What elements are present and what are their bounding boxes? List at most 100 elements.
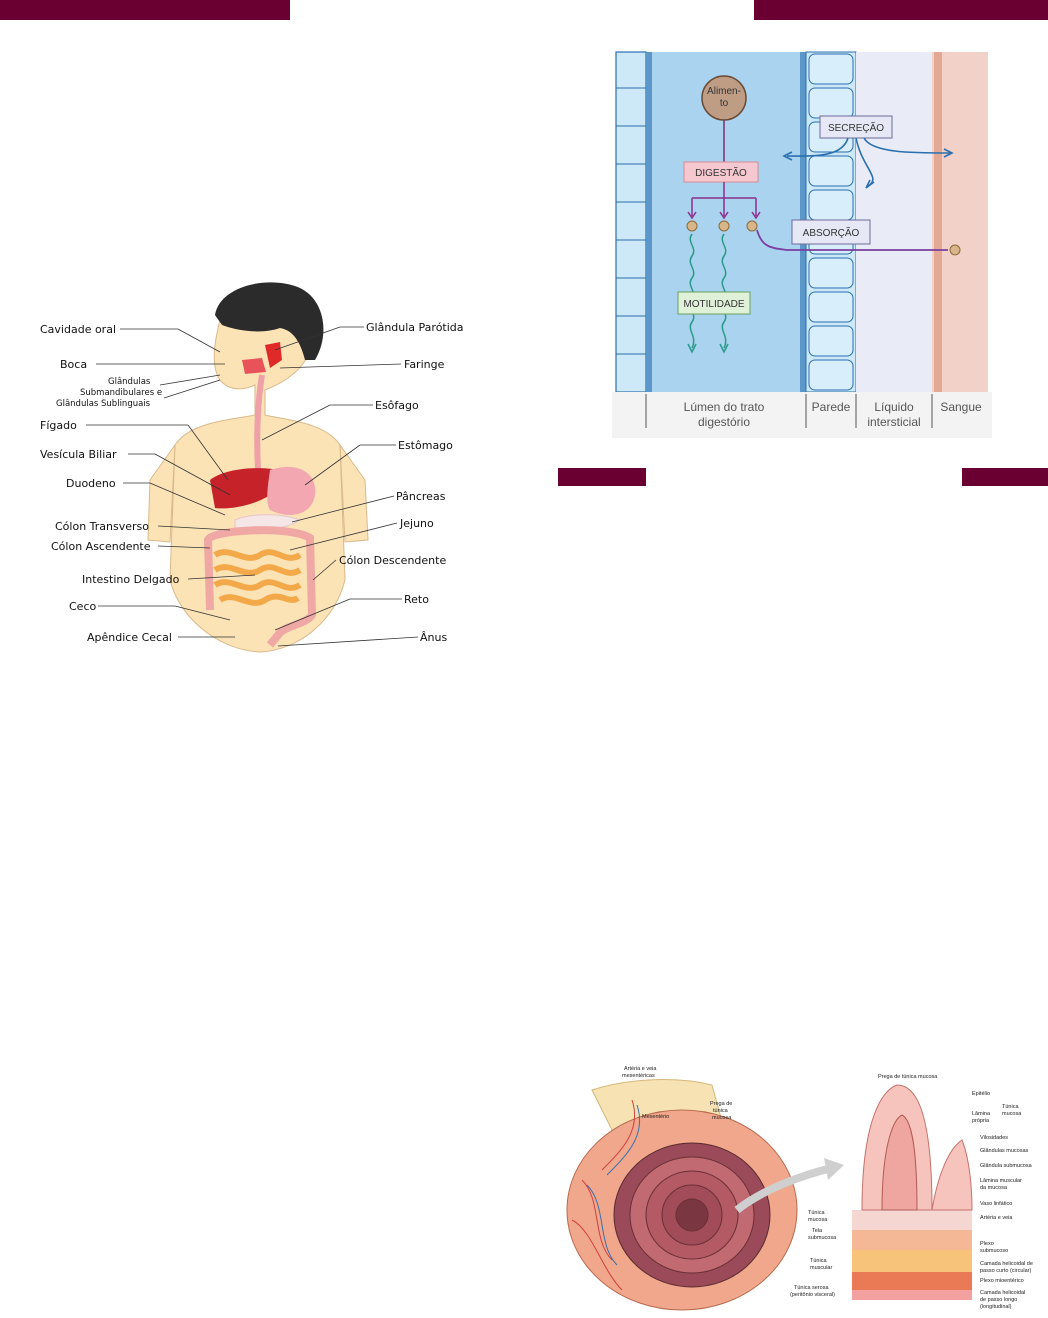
label-glandula-parotida: Glândula Parótida (366, 321, 464, 334)
label-tela-2: submucosa (808, 1235, 837, 1241)
label-glandulas-3: Glândulas Sublinguais (56, 399, 151, 409)
bottom-lumen-1: Lúmen do trato (684, 400, 765, 414)
wall-cells (808, 53, 854, 391)
label-prega-1: Prega de (710, 1101, 732, 1107)
digestao-label: DIGESTÃO (695, 166, 747, 179)
absorption-path (756, 229, 948, 251)
motility-waves (687, 233, 729, 354)
leader-lines (86, 326, 419, 647)
label-tunica-muscular-1: Túnica (810, 1258, 827, 1264)
label-vesicula-biliar: Vesícula Biliar (40, 448, 117, 461)
label-mesenterio: Mesentério (642, 1114, 669, 1120)
food-label-2: to (720, 98, 729, 109)
label-camada-curto-2: passo curto (circular) (980, 1268, 1032, 1274)
label-camada-longo-1: Camada helicoidal (980, 1290, 1025, 1296)
label-tunica-serosa-1: Túnica serosa (794, 1285, 829, 1291)
nutrient-particles (686, 220, 758, 232)
mucosal-folds (629, 1156, 755, 1274)
label-lamina-muscular-2: da mucosa (980, 1185, 1008, 1191)
label-colon-ascendente: Cólon Ascendente (51, 540, 151, 553)
bottom-liquido-1: Líquido (874, 400, 914, 414)
label-camada-longo-3: (longitudinal) (980, 1304, 1012, 1310)
hair (215, 282, 324, 360)
absorcao-label: ABSORÇÃO (803, 226, 860, 239)
label-glandulas-1: Glândulas (108, 377, 151, 387)
label-propria: própria (972, 1118, 990, 1124)
section-bar-right (962, 468, 1048, 486)
digestao-box (683, 161, 759, 183)
motilidade-label: MOTILIDADE (683, 299, 744, 310)
stomach (267, 466, 316, 515)
digestion-arrows (687, 182, 761, 220)
label-intestino-delgado: Intestino Delgado (82, 573, 180, 586)
label-tela-1: Tela (812, 1228, 823, 1234)
label-colon-descendente: Cólon Descendente (339, 554, 446, 567)
label-estomago: Estômago (398, 439, 453, 452)
food-label-1: Alimen- (707, 86, 741, 97)
bottom-lumen-2: digestório (698, 415, 750, 429)
digestive-system-figure: Cavidade oral Boca Glândulas Submandibul… (40, 282, 464, 653)
label-mucosa-r: mucosa (1002, 1111, 1022, 1117)
small-intestine (213, 549, 302, 606)
left-wall-cells (616, 87, 646, 355)
label-tunica-mucosa-m2: mucosa (808, 1217, 828, 1223)
label-cavidade-oral: Cavidade oral (40, 323, 116, 336)
label-vilosidades: Vilosidades (980, 1135, 1008, 1141)
label-apendice-cecal: Apêndice Cecal (87, 631, 172, 644)
intestine-section-figure: Artéria e veia mesentéricas Mesentério P… (566, 1066, 1033, 1311)
label-plexo-sub-2: submucoso (980, 1248, 1008, 1254)
label-tunica-serosa-2: (peritônio visceral) (790, 1292, 835, 1298)
intestine-labels: Artéria e veia mesentéricas Mesentério P… (622, 1066, 1033, 1310)
label-tunica-mucosa-m1: Túnica (808, 1210, 825, 1216)
label-camada-curto-1: Camada helicoidal de (980, 1261, 1033, 1267)
label-ceco: Ceco (69, 600, 96, 613)
label-reto: Reto (404, 593, 429, 606)
label-prega-2: túnica (713, 1108, 729, 1114)
label-glandulas-2: Submandibulares e (80, 388, 162, 398)
label-jejuno: Jejuno (399, 517, 434, 530)
bottom-parede: Parede (812, 400, 851, 414)
label-prega-3: mucosa (712, 1115, 732, 1121)
label-anus: Ânus (420, 631, 447, 644)
label-colon-transverso: Cólon Transverso (55, 520, 149, 533)
bottom-liquido-2: intersticial (867, 415, 920, 429)
parotid-gland (265, 342, 282, 368)
label-glandulas-mucosas: Glândulas mucosas (980, 1148, 1029, 1154)
label-prega-tunica-mucosa: Prega de túnica mucosa (878, 1074, 938, 1080)
label-figado: Fígado (40, 419, 77, 432)
label-plexo-mioenterico: Plexo mioentérico (980, 1278, 1024, 1284)
label-tunica-muscular-2: muscular (810, 1265, 832, 1271)
right-labels: Glândula Parótida Faringe Esôfago Estôma… (339, 321, 464, 644)
label-arteria-veia-r: Artéria e veia (980, 1215, 1013, 1221)
label-arteria-veia-1: Artéria e veia (624, 1066, 657, 1072)
label-arteria-veia-2: mesentéricas (622, 1073, 655, 1079)
label-camada-longo-2: de passo longo (980, 1297, 1017, 1303)
esophagus (254, 374, 265, 471)
label-vaso-linfatico: Vaso linfático (980, 1201, 1012, 1207)
label-duodeno: Duodeno (66, 477, 116, 490)
large-intestine (203, 526, 317, 648)
digestive-process-diagram: Alimen- to DIGESTÃO ABSORÇÃO SECREÇÃO MO… (612, 48, 992, 438)
absorcao-box (791, 219, 871, 245)
label-faringe: Faringe (404, 358, 445, 371)
label-tunica-r: Túnica (1002, 1104, 1019, 1110)
label-esofago: Esôfago (375, 399, 419, 412)
magnify-arrow (734, 1164, 833, 1214)
header-bar-left (0, 0, 290, 20)
label-boca: Boca (60, 358, 87, 371)
label-epitelio: Epitélio (972, 1091, 990, 1097)
label-glandula-submucosa: Glândula submucosa (980, 1163, 1033, 1169)
secrecao-label: SECREÇÃO (828, 121, 884, 134)
blood-vessels (571, 1099, 636, 1291)
wall-layers-block (852, 1084, 973, 1300)
bottom-ticks (645, 394, 933, 428)
secretion-arrows (782, 137, 954, 189)
salivary-glands (242, 358, 266, 374)
section-bar-left (558, 468, 646, 486)
lumen-left-wall (615, 51, 647, 393)
label-plexo-sub-1: Plexo (980, 1241, 994, 1247)
motilidade-box (677, 291, 751, 315)
bottom-sangue: Sangue (940, 400, 982, 414)
label-lamina-muscular-1: Lâmina muscular (980, 1178, 1022, 1184)
label-pancreas: Pâncreas (396, 490, 446, 503)
